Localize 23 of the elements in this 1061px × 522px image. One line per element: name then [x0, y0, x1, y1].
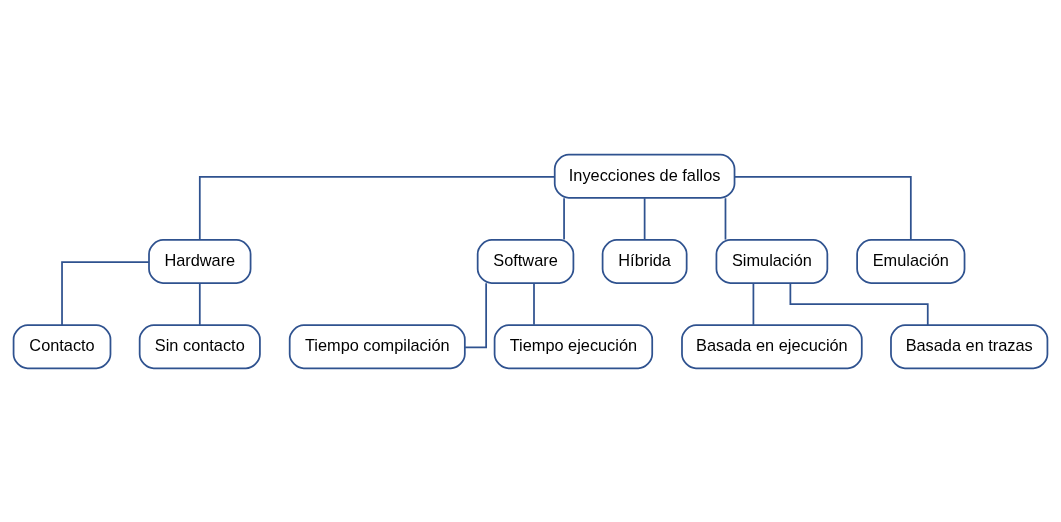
node-box: Simulación — [715, 238, 829, 284]
connector — [198, 175, 556, 241]
node-box: Software — [476, 238, 575, 284]
node-box: Tiempo compilación — [288, 323, 466, 369]
connector — [643, 196, 646, 240]
connector — [724, 196, 727, 240]
node-box: Contacto — [12, 323, 112, 369]
connector — [752, 282, 755, 326]
node-box: Híbrida — [601, 238, 688, 284]
connector — [789, 281, 929, 326]
connector — [464, 281, 487, 348]
node-box: Tiempo ejecución — [493, 323, 654, 369]
connector — [733, 175, 912, 241]
node-box: Basada en ejecución — [681, 323, 863, 369]
connector — [198, 282, 201, 326]
node-box: Basada en trazas — [890, 323, 1049, 369]
node-box: Hardware — [148, 238, 252, 284]
node-box: Emulación — [856, 238, 966, 284]
connector — [533, 282, 535, 326]
connector — [61, 260, 150, 326]
node-box: Inyecciones de fallos — [553, 153, 736, 199]
node-box: Sin contacto — [138, 323, 261, 369]
connector — [563, 196, 565, 240]
